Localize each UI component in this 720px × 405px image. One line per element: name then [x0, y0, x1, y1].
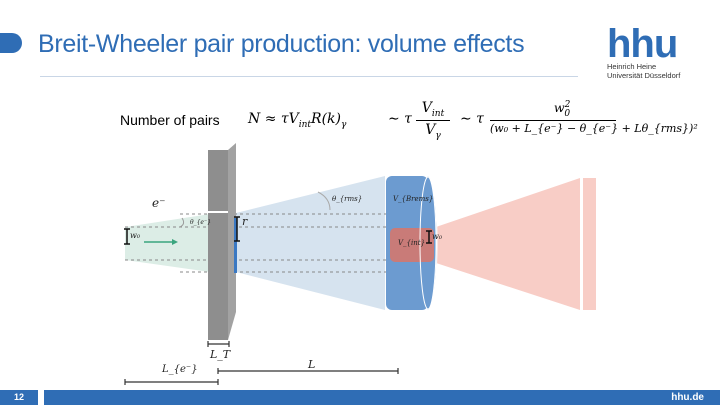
logo-line1: Heinrich Heine [607, 62, 657, 71]
label-w0-right: w₀ [432, 232, 443, 241]
target-spot [234, 218, 237, 273]
length-bars [124, 341, 399, 385]
page-number: 12 [0, 390, 38, 405]
laser-screen [583, 178, 596, 310]
slide-title: Breit-Wheeler pair production: volume ef… [38, 30, 525, 58]
label-r: r [242, 215, 248, 228]
label-electron-length: L_{e⁻} [162, 364, 198, 375]
gamma-cone [236, 176, 385, 310]
formula-label: Number of pairs [120, 112, 220, 128]
electron-direction-arrow [144, 239, 178, 245]
footer-bar [0, 390, 720, 405]
label-v-brems: V_{Brems} [393, 195, 434, 203]
label-theta-rms: θ_{rms} [332, 195, 363, 203]
target-front [208, 150, 228, 340]
formula-fraction-volume: Vint Vγ [416, 100, 450, 141]
interaction-volume [390, 228, 434, 262]
theta-rms-arc [317, 191, 331, 211]
formula-sim2: ∼ τ [460, 111, 484, 127]
target-side [228, 143, 236, 340]
brems-volume-edge [419, 176, 437, 310]
formula-lhs: N ≈ τVintR(k)γ [248, 111, 347, 130]
beam-guides [125, 213, 390, 273]
pair-number-formula: Number of pairs N ≈ τVintR(k)γ ∼ τ Vint … [120, 100, 698, 150]
label-theta-e: θ_{e⁻} [190, 219, 211, 226]
label-electron: e⁻ [152, 196, 166, 210]
formula-sim1: ∼ τ [388, 111, 412, 127]
label-v-int: V_{int} [398, 239, 426, 247]
logo-line2: Universität Düsseldorf [607, 71, 681, 80]
hhu-logo: hhu Heinrich Heine Universität Düsseldor… [607, 22, 697, 86]
electron-beam [125, 214, 210, 272]
label-distance: L [308, 358, 316, 371]
laser-cone [433, 178, 580, 310]
formula-fraction-width: w20 (w₀ + L_{e⁻} − θ_{e⁻} + Lθ_{rms})² [490, 100, 698, 135]
dimension-markers [124, 216, 432, 245]
footer-separator [38, 390, 44, 405]
title-accent [0, 33, 22, 53]
title-divider [40, 76, 578, 77]
label-w0-left: w₀ [130, 231, 141, 240]
theta-e-arc [179, 217, 185, 228]
label-target-length: L_T [210, 348, 231, 361]
footer-url: hhu.de [671, 392, 704, 403]
logo-wordmark: hhu [607, 22, 678, 66]
